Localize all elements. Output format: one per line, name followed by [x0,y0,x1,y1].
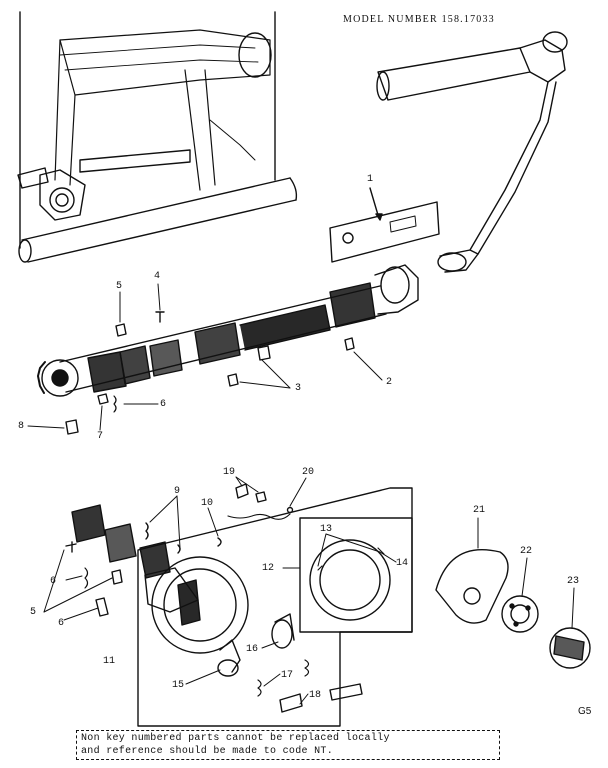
callout-5-lower: 5 [30,607,37,618]
page-code: G5 [578,706,592,717]
callout-11: 11 [103,656,116,667]
leader-lines [27,283,575,705]
part-12-inset [299,517,413,633]
callout-6: 6 [160,399,167,410]
callout-15: 15 [172,680,185,691]
footnote-box: Non key numbered parts cannot be replace… [76,730,500,760]
callout-23: 23 [567,576,580,587]
callout-2: 2 [386,377,393,388]
callout-20: 20 [302,467,315,478]
callout-13: 13 [320,524,333,535]
callout-9: 9 [174,486,181,497]
arm-shaft-assembly [376,31,568,273]
callout-22: 22 [520,546,533,557]
callout-10: 10 [201,498,214,509]
callout-14: 14 [396,558,409,569]
callout-5: 5 [116,281,123,292]
callout-18: 18 [309,690,322,701]
callout-6-lower-b: 6 [58,618,65,629]
hook-parts-21-23 [435,548,591,669]
main-shaft [37,264,419,397]
callout-4: 4 [154,271,161,282]
callout-12: 12 [262,563,275,574]
part-1-card [329,187,440,263]
callout-8: 8 [18,421,25,432]
callout-7: 7 [97,431,104,442]
footnote-line-2: and reference should be made to code NT. [81,746,334,757]
callout-21: 21 [473,505,486,516]
callout-6-lower: 6 [50,576,57,587]
callout-17: 17 [281,670,294,681]
shaft-hardware [65,311,355,435]
callout-19: 19 [223,467,236,478]
callout-1: 1 [367,174,374,185]
model-number-title: MODEL NUMBER 158.17033 [343,14,495,25]
callout-16: 16 [246,644,259,655]
callout-3: 3 [295,383,302,394]
footnote-line-1: Non key numbered parts cannot be replace… [81,733,390,744]
hook-drive-parts [65,504,249,654]
small-parts-15-20 [217,483,363,713]
machine-frame-inset [17,11,298,263]
